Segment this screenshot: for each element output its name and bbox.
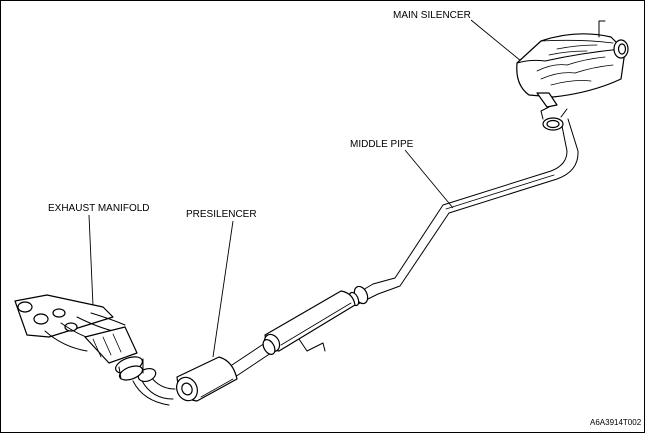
figure-code: A6A3914T002 <box>590 418 642 427</box>
main-silencer-leader <box>470 19 522 62</box>
main-silencer <box>516 20 629 108</box>
presilencer-label: PRESILENCER <box>186 209 257 220</box>
exhaust-manifold-leader <box>88 214 94 307</box>
middle-pipe-leader <box>404 149 454 209</box>
presilencer-leader <box>212 220 234 358</box>
middle-pipe <box>372 118 579 295</box>
main-silencer-label: MAIN SILENCER <box>393 10 471 21</box>
presilencer <box>176 339 276 402</box>
resonator-section <box>263 283 379 353</box>
middle-pipe-label: MIDDLE PIPE <box>350 139 414 150</box>
exhaust-manifold <box>14 294 144 381</box>
exhaust-manifold-label: EXHAUST MANIFOLD <box>48 203 150 214</box>
rear-flange <box>540 106 568 131</box>
